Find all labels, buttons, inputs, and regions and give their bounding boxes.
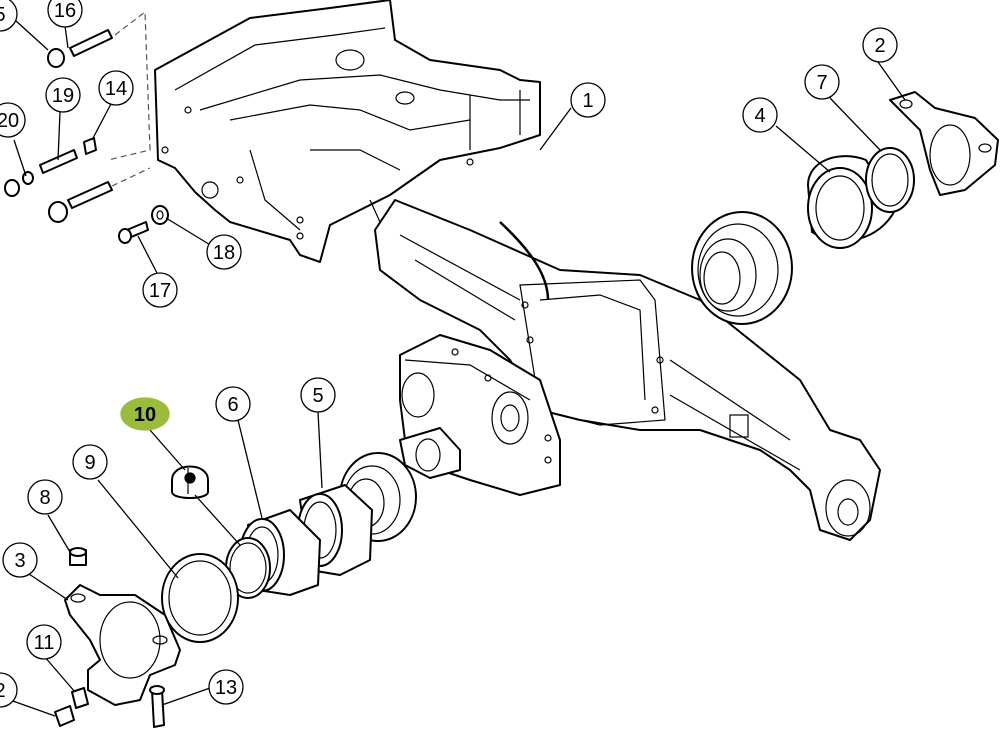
callout-label: 5 [0,4,6,26]
callout-label: 10 [134,404,156,426]
callout-label: 5 [312,385,323,407]
callout-4: 4 [742,97,778,133]
callouts: 1 2 3 4 5 5 6 7 8 9 10 11 2 13 14 16 17 18 19 20 [0,0,898,708]
callout-label: 19 [52,85,74,107]
callout-label: 13 [215,677,237,699]
stud-lower [48,181,113,223]
callout-label: 2 [0,680,6,702]
callout-19: 19 [45,77,81,113]
pin [171,465,209,499]
upper-bracket-frame [154,0,541,263]
callout-label: 1 [582,90,593,112]
callout-18: 18 [206,234,242,270]
callout-label: 4 [754,105,765,127]
right-bearing-cap [889,91,999,196]
callout-label: 18 [213,242,235,264]
callout-13: 13 [208,669,244,705]
callout-8: 8 [27,479,63,515]
callout-14: 14 [98,70,134,106]
washer-18 [151,205,169,225]
right-bushing [807,155,896,249]
axle-beam [374,199,881,541]
callout-10: 10 [120,397,170,431]
screw-12 [54,705,75,727]
callout-16: 16 [47,0,83,28]
callout-5: 5 [300,377,336,413]
right-seal-ring [865,147,915,213]
callout-20: 20 [0,102,26,138]
callout-label: 14 [105,78,127,100]
callout-3: 3 [2,542,38,578]
bolt-17 [118,221,149,244]
bleed-screw-11 [71,687,89,709]
callout-label: 16 [54,0,76,22]
callout-11: 11 [26,624,62,660]
right-trunnion-ring [691,211,793,325]
callout-5: 5 [0,0,18,32]
sleeve-14 [83,137,97,155]
callout-7: 7 [804,64,840,100]
leader-lines [9,19,906,717]
callout-label: 7 [816,72,827,94]
callout-label: 8 [39,487,50,509]
left-bearing-cap [64,547,181,706]
callout-label: 3 [14,550,25,572]
callout-1: 1 [570,82,606,118]
callout-label: 11 [34,632,55,654]
callout-6: 6 [215,386,251,422]
callout-label: 6 [227,394,238,416]
assembly-line-bottom [111,167,151,187]
callout-2: 2 [862,27,898,63]
bolt-13 [149,685,165,728]
stud-16 [47,29,113,68]
callout-9: 9 [72,444,108,480]
left-seal-ring [161,553,239,643]
callout-17: 17 [142,272,178,308]
stud-19 [4,149,78,197]
callout-2: 2 [0,672,18,708]
callout-label: 2 [874,35,885,57]
callout-label: 20 [0,110,19,132]
callout-label: 9 [84,452,95,474]
callout-label: 17 [149,280,171,302]
